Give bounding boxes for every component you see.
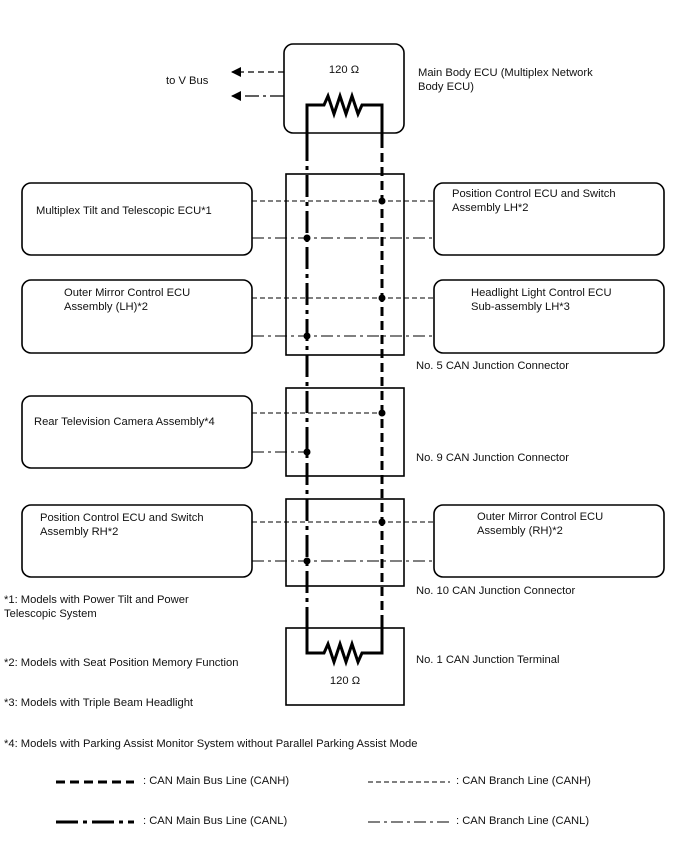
ecu-headlight-box [433,279,665,354]
ecu-position-lh-box [433,182,665,256]
ecu-tilt-telescopic-label: Multiplex Tilt and Telescopic ECU*1 [36,205,212,217]
legend-label-branch-canl: : CAN Branch Line (CANL) [456,815,590,827]
legend-label-main-canh: : CAN Main Bus Line (CANH) [143,775,290,787]
terminal-resistor-value: 120 Ω [329,675,361,687]
junction-10-label: No. 10 CAN Junction Connector [416,585,576,597]
ecu-headlight-label: Headlight Light Control ECU Sub-assembly… [471,287,612,313]
note-2: *2: Models with Seat Position Memory Fun… [4,657,239,669]
junction-9-box [285,387,405,477]
top-resistor [305,91,384,139]
junction-10-box [285,498,405,587]
ecu-position-lh-label: Position Control ECU and Switch Assembly… [452,188,616,214]
terminal-label: No. 1 CAN Junction Terminal [416,654,560,666]
junction-5-label: No. 5 CAN Junction Connector [416,360,569,372]
legend-label-main-canl: : CAN Main Bus Line (CANL) [143,815,288,827]
note-3: *3: Models with Triple Beam Headlight [4,697,194,709]
branch-lines-canl [252,237,434,562]
bottom-resistor [305,620,384,667]
ecu-position-rh-box [21,504,253,578]
main-ecu-box [283,43,405,134]
ecu-position-rh-label: Position Control ECU and Switch Assembly… [40,512,204,538]
note-1: *1: Models with Power Tilt and Power Tel… [4,594,189,620]
branch-lines-canh [252,200,434,523]
ecu-mirror-rh-box [433,504,665,578]
terminal-box [285,627,405,706]
main-ecu-resistor-value: 120 Ω [328,64,360,76]
legend-label-branch-canh: : CAN Branch Line (CANH) [456,775,591,787]
ecu-mirror-rh-label: Outer Mirror Control ECU Assembly (RH)*2 [477,511,604,537]
to-v-bus-label: to V Bus [166,75,209,87]
ecu-mirror-lh-box [21,279,253,354]
junction-dots [303,197,386,565]
ecu-tilt-telescopic-box [21,182,253,256]
note-4: *4: Models with Parking Assist Monitor S… [4,738,418,750]
main-ecu-label: Main Body ECU (Multiplex Network Body EC… [418,67,593,93]
junction-9-label: No. 9 CAN Junction Connector [416,452,569,464]
ecu-camera-label: Rear Television Camera Assembly*4 [34,416,215,428]
ecu-mirror-lh-label: Outer Mirror Control ECU Assembly (LH)*2 [64,287,191,313]
ecu-camera-box [21,395,253,469]
